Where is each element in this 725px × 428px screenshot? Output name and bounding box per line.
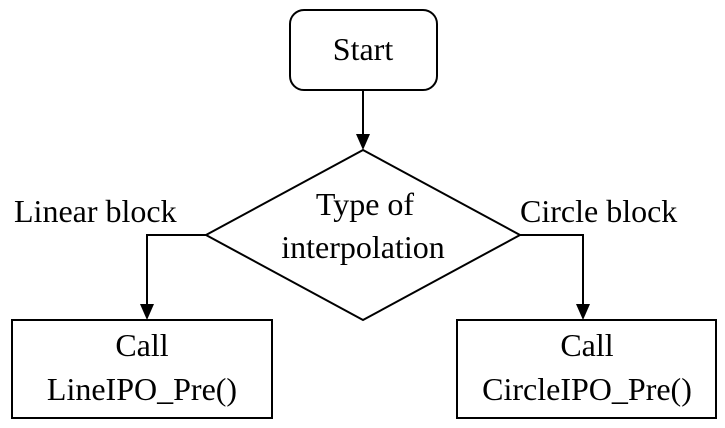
linear-call-label-line1: Call <box>115 327 168 363</box>
decision-label-line2: interpolation <box>281 229 445 265</box>
decision-diamond-shape <box>203 148 523 322</box>
linear-branch-arrowhead <box>140 304 154 320</box>
linear-call-box-shape <box>11 319 273 419</box>
circle-call-label-line2: CircleIPO_Pre() <box>482 371 692 407</box>
start-label: Start <box>333 31 394 67</box>
circle-branch-arrow: Circle block <box>520 193 677 320</box>
decision-node: Type of interpolation <box>203 148 523 322</box>
start-to-decision-arrowhead <box>356 134 370 150</box>
linear-call-label-line2: LineIPO_Pre() <box>47 371 237 407</box>
decision-label-line1: Type of <box>316 186 415 222</box>
linear-branch-arrow: Linear block <box>14 193 206 320</box>
circle-block-label: Circle block <box>520 193 677 229</box>
linear-branch-line <box>146 234 206 306</box>
circle-branch-line <box>520 234 584 306</box>
circle-call-label-line1: Call <box>560 327 613 363</box>
linear-block-label: Linear block <box>14 193 177 229</box>
start-node: Start <box>289 9 438 91</box>
start-to-decision-arrow <box>356 90 370 150</box>
circle-branch-arrowhead <box>576 304 590 320</box>
circle-call-box-shape <box>456 319 717 419</box>
linear-call-node: Call LineIPO_Pre() <box>11 319 273 419</box>
circle-call-node: Call CircleIPO_Pre() <box>456 319 717 419</box>
